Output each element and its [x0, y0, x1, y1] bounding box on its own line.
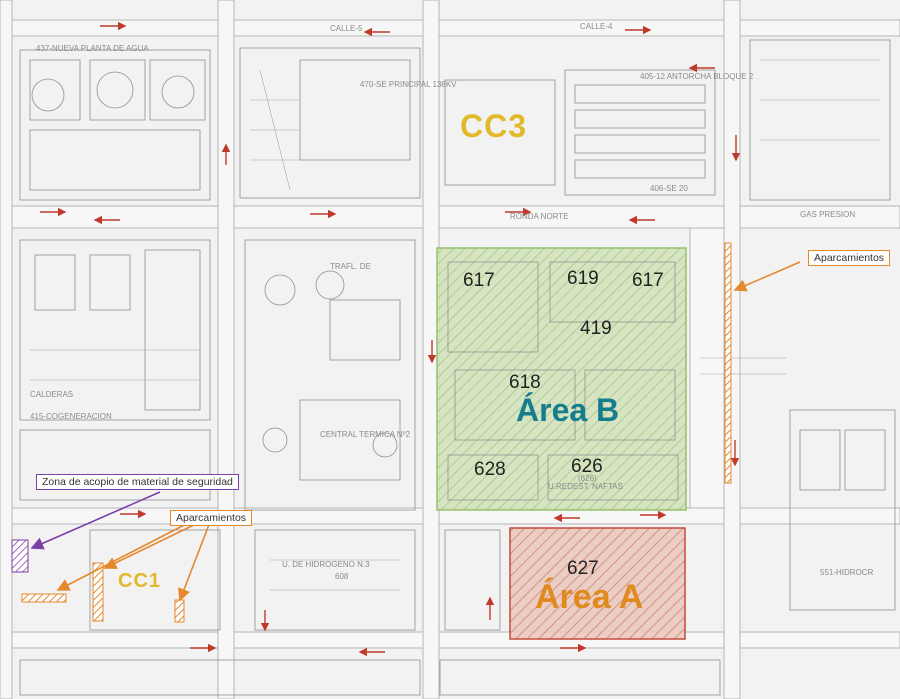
security-material-callout: Zona de acopio de material de seguridad: [36, 474, 239, 490]
plan-label-se406: 406-SE 20: [650, 184, 688, 193]
plan-label-gas-pressure: GAS PRESION: [800, 210, 856, 219]
plan-label-naphtha: U.REDEST. NAFTAS: [548, 482, 623, 491]
plan-label-substation: 470-SE PRINCIPAL 138KV: [360, 80, 457, 89]
traffic-arrows: [40, 21, 741, 657]
area-b-zone: [436, 247, 687, 511]
area-b-inner-blocks: [447, 261, 679, 501]
unit-627: 627: [567, 558, 599, 579]
parking-callout-right: Aparcamientos: [808, 250, 891, 266]
plan-label-cogeneration: 415-COGENERACION: [30, 412, 112, 421]
security-material-zone: [11, 539, 29, 573]
unit-628: 628: [474, 459, 506, 480]
parking-strip-right: [724, 242, 732, 484]
plan-label-street-4: CALLE-4: [580, 22, 613, 31]
plan-label-central: CENTRAL TERMICA Nº2: [320, 430, 411, 439]
plan-label-626-small: (626): [578, 474, 597, 483]
area-a-label: Área A: [535, 578, 644, 616]
plan-label-traf: TRAFL. DE: [330, 262, 371, 271]
plan-label-ronda: RONDA NORTE: [510, 212, 569, 221]
area-a-zone: [509, 527, 686, 640]
plan-detail-lines: [30, 59, 880, 591]
area-b-label: Área B: [516, 392, 620, 428]
plan-label-hydrogen: U. DE HIDROGENO N.3: [282, 560, 370, 569]
parking-strip-left-vertical-b: [174, 599, 185, 623]
parking-strip-left-vertical-a: [92, 562, 104, 622]
unit-617-left: 617: [463, 270, 495, 291]
callout-pointers: [30, 261, 801, 602]
parking-callout-left: Aparcamientos: [170, 510, 253, 526]
plan-label-608: 608: [335, 572, 349, 581]
parking-strip-left-horizontal: [21, 593, 67, 603]
plan-label-flare: 405-12 ANTORCHA BLOQUE 2: [640, 72, 754, 81]
unit-617-right: 617: [632, 270, 664, 291]
unit-626: 626: [571, 456, 603, 477]
plan-blocks: [19, 39, 896, 696]
unit-419: 419: [580, 318, 612, 339]
unit-618: 618: [509, 372, 541, 393]
cc1-label: CC1: [118, 570, 162, 592]
plan-label-street-5: CALLE-5: [330, 24, 363, 33]
plan-label-hydrocracker: 551-HIDROCR: [820, 568, 874, 577]
unit-619: 619: [567, 268, 599, 289]
plan-label-water-plant: 437-NUEVA PLANTA DE AGUA: [36, 44, 149, 53]
plan-label-boilers: CALDERAS: [30, 390, 74, 399]
cc3-label: CC3: [460, 108, 528, 144]
